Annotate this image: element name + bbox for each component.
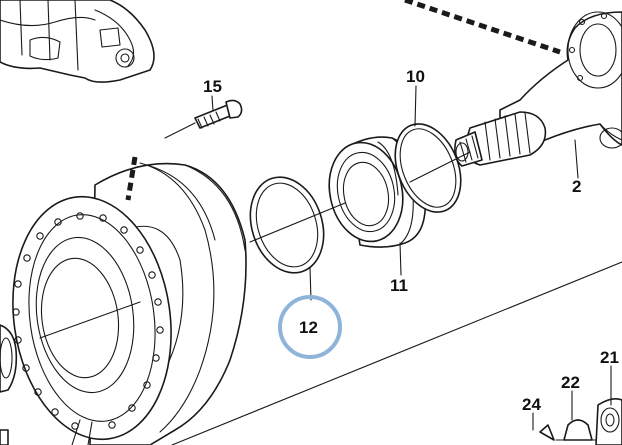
- dashed-centerline-top: [404, 0, 561, 55]
- label-part-12: 12: [299, 318, 318, 337]
- label-part-24: 24: [522, 395, 541, 414]
- bolt: [164, 99, 243, 139]
- right-edge-line: [171, 261, 622, 445]
- o-ring: [394, 123, 462, 213]
- label-part-22: 22: [561, 373, 580, 392]
- label-part-10: 10: [406, 67, 425, 86]
- retaining-ring: [249, 176, 325, 274]
- left-cropped-part: [0, 324, 18, 445]
- bottom-right-parts: [539, 398, 622, 445]
- highlight-circle: [278, 295, 342, 359]
- housing-casting: [0, 0, 155, 83]
- label-part-11: 11: [390, 276, 408, 295]
- label-part-15: 15: [203, 77, 222, 96]
- leader-lines: [211, 85, 612, 431]
- axle-spindle: [454, 11, 622, 167]
- dashed-leader-drum: [125, 156, 138, 201]
- label-part-21: 21: [600, 348, 619, 367]
- brake-drum: [12, 162, 247, 445]
- label-part-2: 2: [572, 177, 581, 196]
- centerline: [39, 151, 471, 339]
